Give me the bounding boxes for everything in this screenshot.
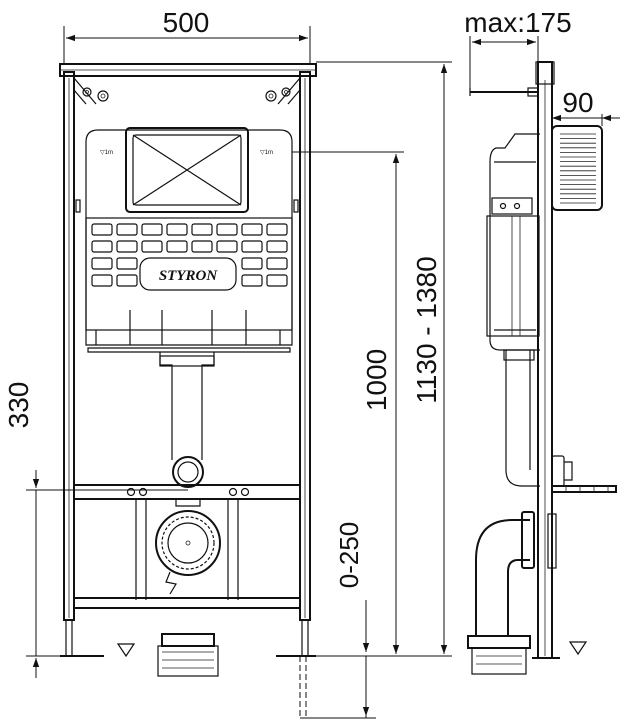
rib-cell — [241, 223, 263, 236]
dim-width-label: 500 — [163, 7, 210, 38]
rib-cell — [266, 274, 288, 287]
middle-rail — [73, 484, 301, 500]
rib-cell — [166, 240, 188, 253]
rib-cell — [166, 223, 188, 236]
dimension-lines: 500 max:175 90 330 1000 1130 - 1380 — [3, 7, 620, 719]
rib-cell — [116, 240, 138, 253]
rib-cell — [266, 240, 288, 253]
side-view — [467, 61, 617, 675]
rib-cell — [241, 257, 263, 270]
rib-cell — [91, 257, 113, 270]
dim-feet-label: 0-250 — [334, 522, 364, 589]
flush-opening — [125, 127, 249, 213]
cistern-body — [85, 129, 293, 346]
drain-collar — [161, 633, 215, 647]
bolt-top-left — [82, 87, 92, 97]
foot-left — [65, 619, 73, 657]
front-view: ▽1m ▽1m STYRON — [59, 63, 317, 677]
dim-adjust-label: 1130 - 1380 — [411, 256, 442, 403]
cable-squiggle — [165, 571, 177, 595]
rib-cell — [241, 240, 263, 253]
opening-cross — [132, 134, 242, 206]
drain-connector — [155, 510, 221, 576]
rib-cell — [116, 274, 138, 287]
logo-badge — [139, 257, 237, 291]
rib-cell — [116, 223, 138, 236]
bolt-top-left-2 — [97, 90, 109, 102]
rib-cell — [141, 223, 163, 236]
rib-cell — [116, 257, 138, 270]
rib-cell — [141, 240, 163, 253]
dim-depth-label: max:175 — [464, 7, 571, 38]
rib-cell — [91, 240, 113, 253]
rib-cell — [91, 223, 113, 236]
bolt-rail-4 — [240, 487, 250, 497]
bracket-left — [73, 77, 97, 105]
rib-cell — [241, 274, 263, 287]
side-clip — [491, 197, 533, 215]
cistern-tabs — [129, 310, 247, 345]
button-housing — [551, 125, 603, 211]
rib-cell — [216, 240, 238, 253]
rib-cell — [266, 257, 288, 270]
pipe-outlet — [172, 456, 204, 488]
side-drain-pipe — [471, 647, 527, 675]
level-marker-right: ▽1m — [260, 150, 273, 156]
foot-right — [301, 619, 309, 657]
side-flush-pipe — [505, 350, 540, 487]
cistern-lower-block — [486, 215, 540, 337]
dim-frame-height-label: 1000 — [361, 349, 392, 411]
housing-ribs — [560, 133, 596, 204]
dim-outlet-label: 330 — [3, 382, 34, 429]
bolt-top-right — [281, 87, 291, 97]
rib-cell — [266, 223, 288, 236]
side-drain-collar — [467, 635, 531, 649]
side-plate — [547, 513, 557, 569]
bolt-rail-1 — [126, 487, 136, 497]
floor-symbol-side — [568, 641, 588, 656]
bracket-right — [277, 77, 301, 105]
clip-bolt-2 — [513, 202, 521, 210]
bottom-rail — [73, 597, 301, 609]
ribbed-panel — [85, 217, 293, 331]
bolt-rail-2 — [138, 487, 148, 497]
bolt-rail-3 — [228, 487, 238, 497]
clamp-right — [293, 199, 299, 213]
level-marker-left: ▽1m — [100, 150, 113, 156]
floor-symbol-front — [116, 643, 136, 658]
rib-cell — [191, 240, 213, 253]
elbow-flange — [521, 511, 535, 569]
rib-cell — [191, 223, 213, 236]
bolt-top-right-2 — [265, 90, 277, 102]
drain-elbow — [475, 519, 530, 636]
brand-logo: STYRON — [159, 268, 219, 284]
drain-pipe — [157, 645, 219, 677]
rib-cell — [91, 274, 113, 287]
rib-cell — [216, 223, 238, 236]
cistern-side — [489, 133, 540, 351]
dim-frame-depth-label: 90 — [562, 87, 593, 118]
rib-grid — [91, 223, 288, 287]
flush-pipe — [159, 352, 215, 460]
lower-brackets — [135, 499, 239, 600]
flush-nozzle — [551, 455, 565, 487]
side-tray — [551, 485, 617, 493]
clip-bolt-1 — [499, 202, 507, 210]
clamp-left — [75, 199, 81, 213]
